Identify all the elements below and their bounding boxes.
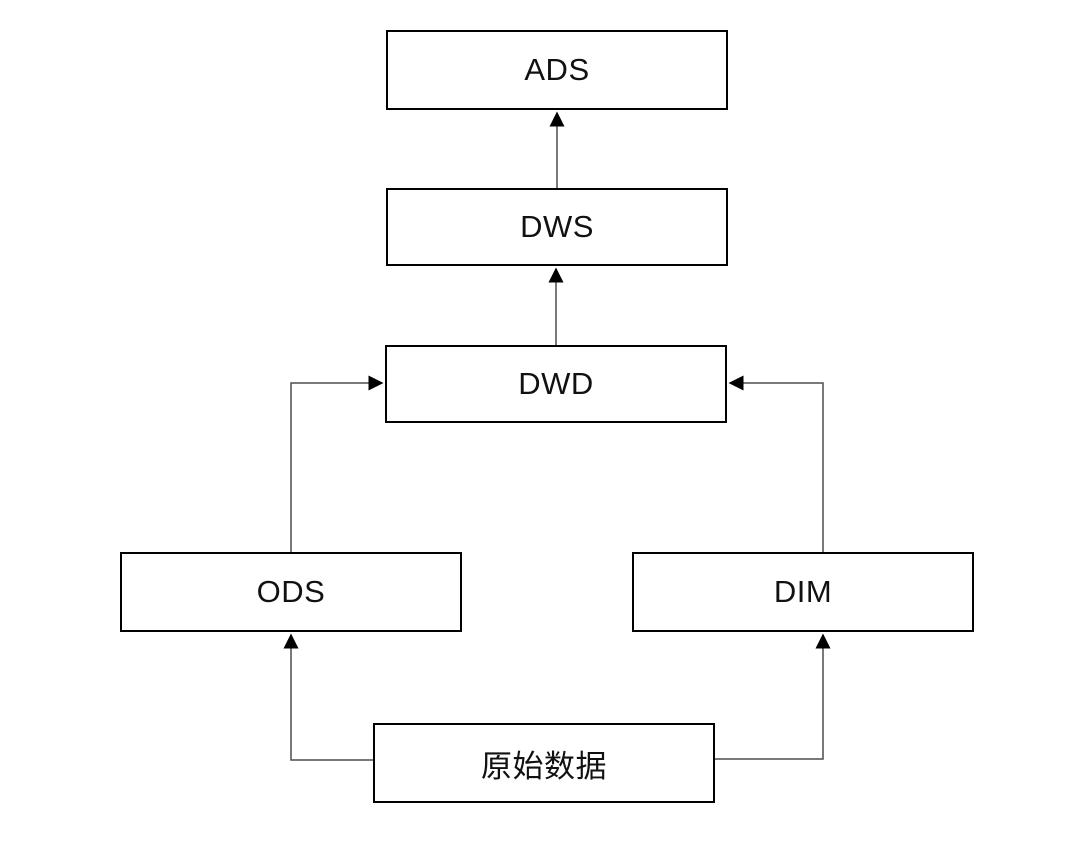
node-dwd-label: DWD	[518, 366, 594, 401]
node-ods-label: ODS	[256, 574, 326, 609]
node-dws-label: DWS	[520, 209, 594, 244]
edge-raw-to-dim	[715, 633, 831, 760]
node-dws: DWS	[386, 188, 728, 266]
edge-ods-to-dwd	[290, 375, 384, 552]
node-ads-label: ADS	[524, 52, 590, 87]
node-dim: DIM	[632, 552, 974, 632]
node-ads: ADS	[386, 30, 728, 110]
node-dim-label: DIM	[773, 574, 833, 609]
edge-raw-to-ods	[283, 633, 373, 761]
node-dwd: DWD	[385, 345, 727, 423]
edge-dim-to-dwd	[728, 375, 824, 552]
node-raw-data: 原始数据	[373, 723, 715, 803]
node-ods: ODS	[120, 552, 462, 632]
node-raw-data-label: 原始数据	[481, 748, 607, 784]
